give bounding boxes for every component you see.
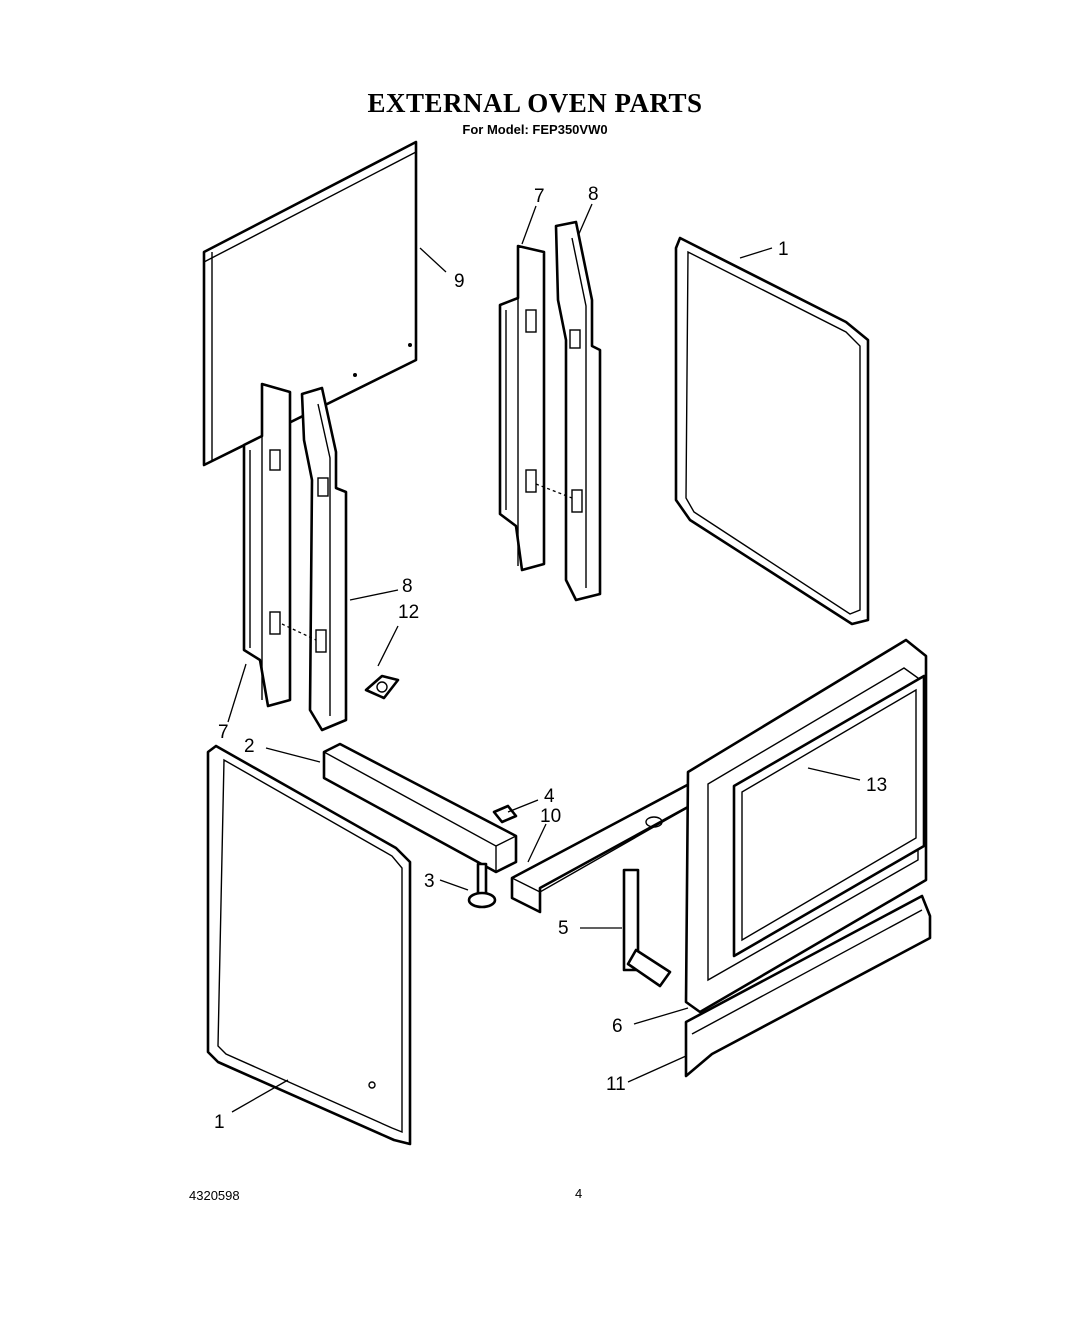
part-13-window-glass (732, 674, 926, 958)
callout-1-bottom: 1 (214, 1112, 225, 1133)
callout-12: 12 (398, 602, 419, 623)
callout-5: 5 (558, 918, 569, 939)
callout-1-top: 1 (778, 239, 789, 260)
part-8-front-rail-top (554, 220, 602, 602)
page-title: EXTERNAL OVEN PARTS (367, 88, 703, 118)
part-1-side-panel-left (206, 744, 412, 1146)
page-number: 4 (575, 1186, 583, 1201)
callout-7-top: 7 (534, 186, 545, 207)
callout-4: 4 (544, 786, 555, 807)
part-8-front-rail-left (300, 386, 348, 732)
part-1-side-panel-right (674, 236, 870, 626)
callout-13: 13 (866, 775, 887, 796)
callout-8-mid: 8 (402, 576, 413, 597)
callout-10: 10 (540, 806, 561, 827)
leader-lines (227, 203, 861, 1113)
part-12-bracket (364, 674, 400, 700)
callout-3: 3 (424, 871, 435, 892)
callout-7-bottom: 7 (218, 722, 229, 743)
part-10-front-channel (510, 772, 710, 914)
dashed-connector-top (535, 483, 573, 499)
dashed-connector-left (281, 623, 317, 641)
callout-8-top: 8 (588, 184, 599, 205)
part-3-leveling-leg (467, 862, 497, 909)
callout-9: 9 (454, 271, 465, 292)
model-subtitle: For Model: FEP350VW0 (462, 122, 608, 137)
callout-6: 6 (612, 1016, 623, 1037)
part-5-hinge (622, 868, 672, 988)
part-11-lower-trim (684, 894, 932, 1078)
callout-11: 11 (606, 1074, 626, 1095)
document-number: 4320598 (189, 1188, 240, 1203)
part-7-side-rail-top (498, 244, 546, 572)
callout-2: 2 (244, 736, 255, 757)
part-4-clip (492, 804, 518, 824)
part-9-back-panel (202, 140, 418, 467)
part-7-side-rail-left (242, 382, 292, 708)
part-2-bottom-channel (322, 742, 518, 874)
